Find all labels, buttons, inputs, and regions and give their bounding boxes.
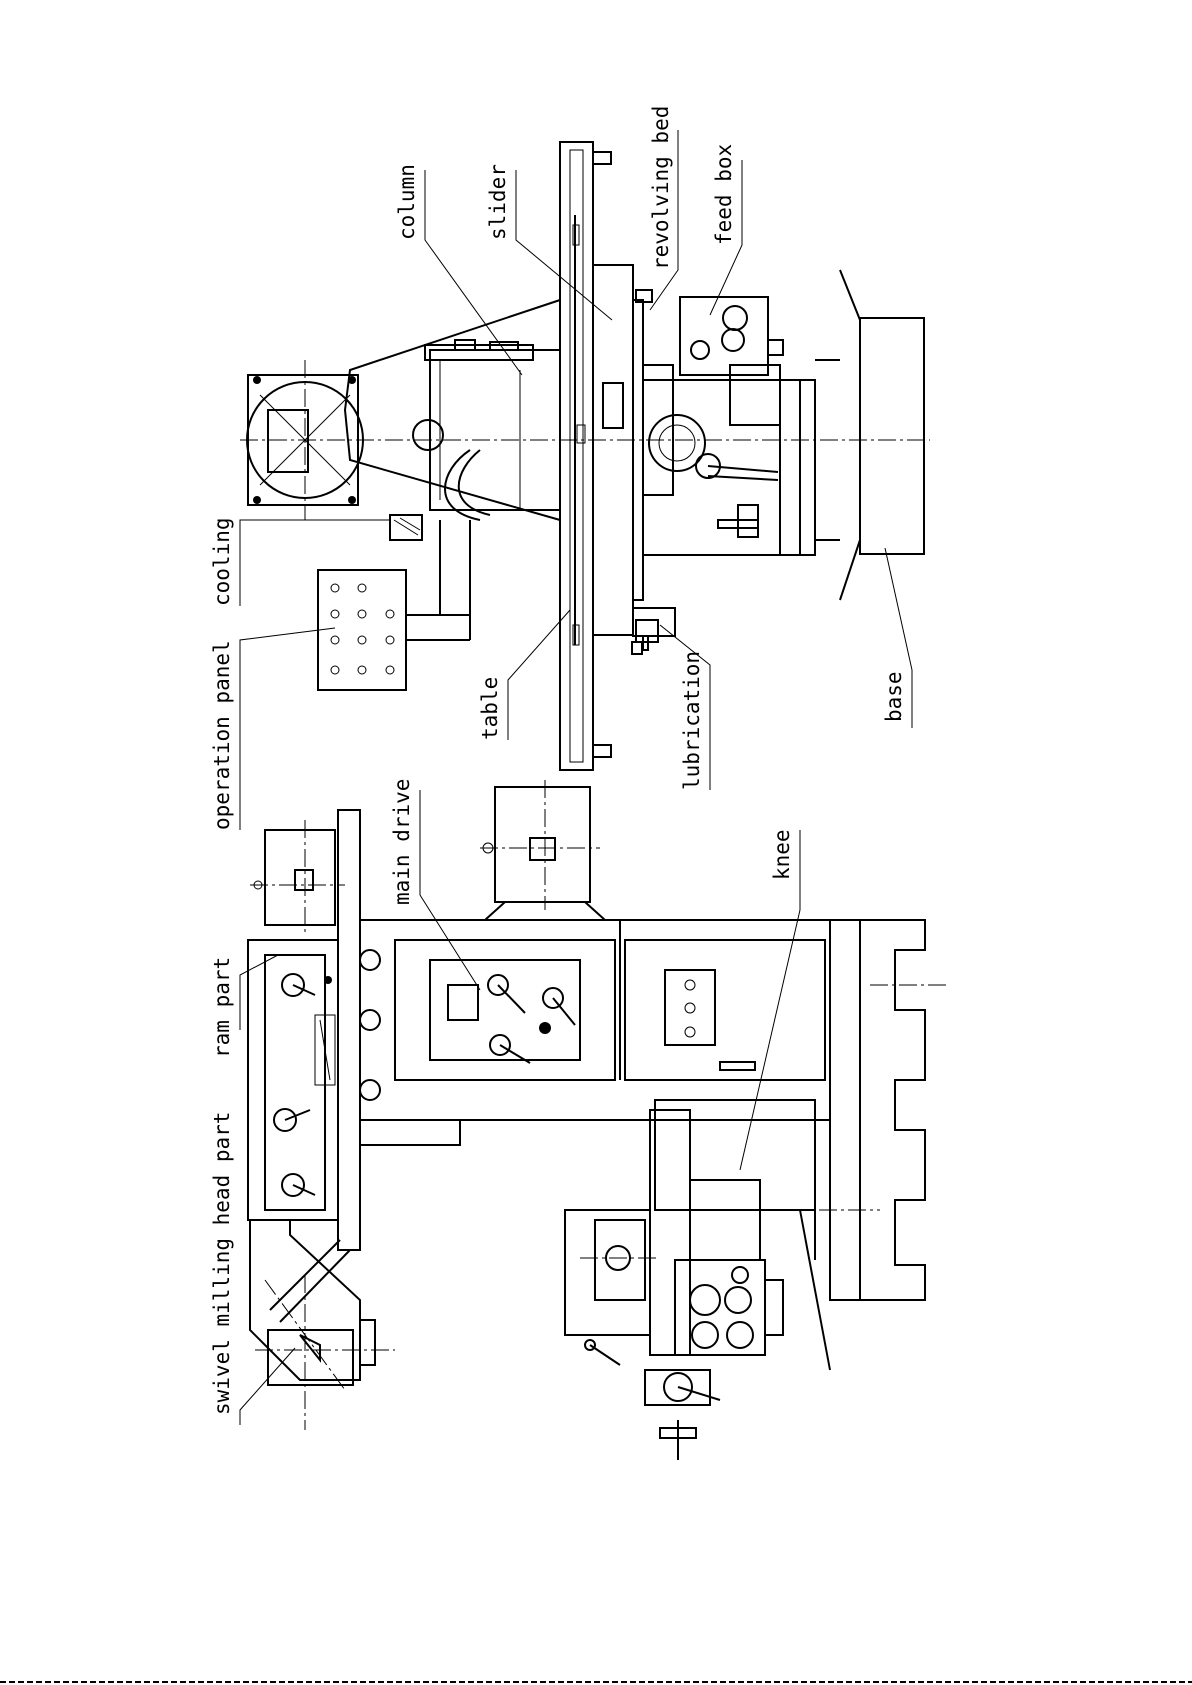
label-table: table [478, 677, 502, 740]
base-part [815, 270, 924, 600]
swivel-head [250, 1220, 395, 1430]
lubrication-part [633, 608, 675, 650]
side-knee [565, 1100, 880, 1460]
side-ram [248, 810, 460, 1250]
label-base: base [882, 671, 906, 722]
label-cooling: cooling [210, 517, 234, 606]
column-part [345, 300, 560, 520]
label-swivel-milling-head-part: swivel milling head part [210, 1112, 234, 1415]
label-knee: knee [770, 829, 794, 880]
feed-box-part [680, 297, 783, 375]
label-operation-panel: operation panel [210, 640, 234, 830]
slider-part [593, 265, 658, 654]
side-view [248, 780, 950, 1460]
side-column [360, 920, 830, 1120]
label-revolving-bed: revolving bed [649, 106, 673, 270]
main-motor [480, 780, 605, 920]
label-slider: slider [486, 164, 510, 240]
end-view [240, 142, 930, 770]
label-main-drive: main drive [390, 779, 414, 905]
operation-panel-part [318, 520, 470, 690]
knee-front [643, 365, 815, 555]
ram-motor [250, 820, 345, 935]
label-column: column [395, 164, 419, 240]
table-part [560, 142, 611, 770]
label-feed-box: feed box [712, 144, 736, 245]
label-ram-part: ram part [210, 957, 234, 1058]
label-lubrication: lubrication [680, 651, 704, 790]
